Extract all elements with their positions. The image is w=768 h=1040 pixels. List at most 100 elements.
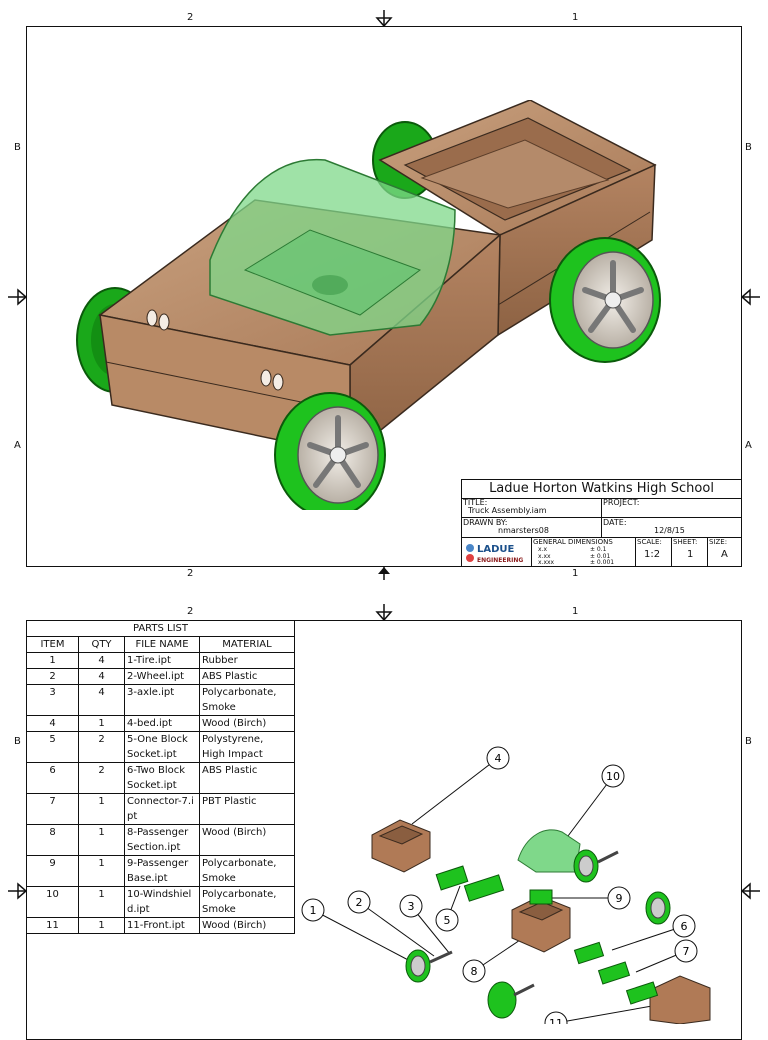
item-number: 7 xyxy=(26,793,79,825)
title-cell: TITLE: Truck Assembly.iam xyxy=(462,498,602,518)
project-cell: PROJECT: xyxy=(602,498,742,518)
zone-top-2: 2 xyxy=(187,12,194,23)
drawn-by-value: nmarsters08 xyxy=(498,526,549,535)
item-number: 3 xyxy=(26,684,79,716)
balloon-4 xyxy=(486,746,510,770)
material: Polycarbonate,Smoke xyxy=(199,886,295,918)
quantity: 1 xyxy=(78,917,125,934)
zone-left-b: B xyxy=(14,736,21,747)
item-number: 1 xyxy=(26,652,79,669)
balloon-2 xyxy=(347,890,371,914)
zone-right-a: A xyxy=(745,440,752,451)
part-bed xyxy=(371,819,431,873)
zone-left-b: B xyxy=(14,142,21,153)
leader-line xyxy=(358,901,435,957)
parts-list-table: PARTS LIST ITEM QTY FILE NAME MATERIAL 1… xyxy=(26,620,295,934)
material: Wood (Birch) xyxy=(199,917,295,934)
date-cell: DATE: 12/8/15 xyxy=(602,518,742,538)
item-number: 10 xyxy=(26,886,79,918)
leader-line xyxy=(611,925,685,951)
center-mark-right xyxy=(740,288,760,306)
quantity: 1 xyxy=(78,715,125,732)
material: Polystyrene,High Impact xyxy=(199,731,295,763)
zone-left-a: A xyxy=(14,440,21,451)
item-number: 11 xyxy=(26,917,79,934)
file-name: 11-Front.ipt xyxy=(124,917,200,934)
part-axles xyxy=(429,850,619,997)
balloon-8 xyxy=(462,959,486,983)
part-front xyxy=(649,975,711,1024)
material: Wood (Birch) xyxy=(199,824,295,856)
center-mark-top xyxy=(375,604,393,622)
zone-bottom-2: 2 xyxy=(187,568,194,579)
col-material: MATERIAL xyxy=(199,636,295,653)
parts-list-title: PARTS LIST xyxy=(26,620,295,637)
balloon-5 xyxy=(435,908,459,932)
quantity: 4 xyxy=(78,668,125,685)
item-number: 2 xyxy=(26,668,79,685)
material: Wood (Birch) xyxy=(199,715,295,732)
scale-value: 1:2 xyxy=(644,549,661,560)
center-mark-left xyxy=(8,882,28,900)
center-mark-left xyxy=(8,288,28,306)
windshield-canopy xyxy=(209,158,456,336)
balloon-11 xyxy=(544,1011,568,1024)
balloon-label-10: 10 xyxy=(606,770,620,783)
balloon-10 xyxy=(601,764,625,788)
svg-text:ENGINEERING: ENGINEERING xyxy=(477,557,523,564)
wheel-front-right xyxy=(274,392,386,510)
size-value: A xyxy=(721,549,728,560)
leader-line xyxy=(411,757,499,825)
title-value: Truck Assembly.iam xyxy=(468,506,547,515)
part-passenger-section xyxy=(511,895,571,953)
center-mark-top xyxy=(375,10,393,28)
material: ABS Plastic xyxy=(199,762,295,794)
balloon-label-2: 2 xyxy=(356,896,363,909)
balloon-label-9: 9 xyxy=(616,892,623,905)
quantity: 4 xyxy=(78,684,125,716)
scale-cell: SCALE: 1:2 xyxy=(636,538,672,566)
ladue-engineering-logo: LADUE ENGINEERING xyxy=(466,544,523,564)
zone-right-b: B xyxy=(745,142,752,153)
drawing-sheet-1: 2 1 2 1 B A B A xyxy=(8,10,760,580)
material: Rubber xyxy=(199,652,295,669)
zone-top-2: 2 xyxy=(187,606,194,617)
quantity: 1 xyxy=(78,855,125,887)
balloon-6 xyxy=(672,914,696,938)
col-file-name: FILE NAME xyxy=(124,636,200,653)
size-cell: SIZE: A xyxy=(709,538,728,560)
part-wheels xyxy=(405,849,671,1019)
balloon-label-6: 6 xyxy=(681,920,688,933)
file-name: 4-bed.ipt xyxy=(124,715,200,732)
quantity: 1 xyxy=(78,793,125,825)
center-mark-right xyxy=(740,882,760,900)
balloon-label-5: 5 xyxy=(444,914,451,927)
col-qty: QTY xyxy=(78,636,125,653)
sheet-value: 1 xyxy=(687,549,694,560)
zone-bottom-1: 1 xyxy=(572,568,579,579)
quantity: 1 xyxy=(78,886,125,918)
balloon-label-3: 3 xyxy=(408,900,415,913)
file-name: 1-Tire.ipt xyxy=(124,652,200,669)
item-number: 6 xyxy=(26,762,79,794)
headlights xyxy=(146,309,284,391)
balloon-label-7: 7 xyxy=(683,945,690,958)
part-windshield xyxy=(517,829,581,873)
leader-line xyxy=(561,775,614,845)
zone-right-b: B xyxy=(745,736,752,747)
